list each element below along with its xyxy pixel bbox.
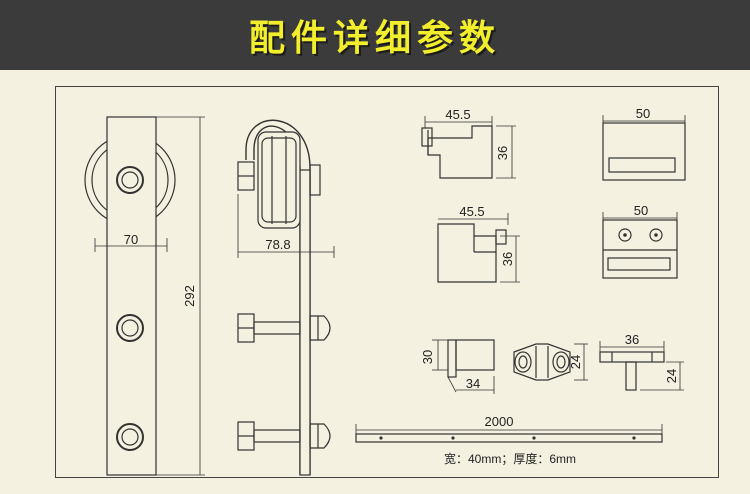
hanger-width-label: 70 (124, 232, 138, 247)
block-2-dimension-lines (602, 212, 678, 223)
hanger-height-label: 292 (182, 285, 197, 307)
rail-length-label: 2000 (485, 414, 514, 429)
end-stop-2-dimension-lines (438, 213, 520, 283)
spacer-dimension-lines (432, 339, 495, 394)
page-title: 配件详细参数 (248, 18, 501, 59)
end-stop-1-dimension-lines (424, 116, 516, 179)
spacer-width-label: 34 (466, 376, 480, 391)
block-1-dimension-lines (602, 115, 686, 126)
hanger-side-view (237, 119, 331, 476)
rail (355, 433, 663, 443)
spacer (447, 339, 495, 378)
floor-guide-dimension-lines (599, 341, 684, 391)
wall-guide (513, 343, 571, 381)
rail-spec-label: 宽：40mm；厚度：6mm (444, 451, 576, 466)
end-stop-1 (421, 125, 493, 179)
wall-guide-dimension-lines (574, 343, 588, 381)
drawing-frame (55, 86, 719, 478)
hanger-dimension-lines (94, 116, 205, 476)
hanger-front-view (84, 116, 176, 476)
floor-guide-width-label: 36 (625, 332, 639, 347)
floor-guide (599, 351, 665, 391)
rail-dimension-lines (355, 424, 663, 434)
stop2-width-label: 45.5 (459, 204, 484, 219)
block2-width-label: 50 (634, 203, 648, 218)
floor-guide-height-label: 24 (664, 369, 679, 383)
side-view-dimension-lines (237, 194, 335, 258)
header-banner: 配件详细参数 (0, 0, 750, 70)
block1-width-label: 50 (636, 106, 650, 121)
block-2 (602, 219, 678, 279)
stop1-width-label: 45.5 (445, 107, 470, 122)
stop2-height-label: 36 (500, 252, 515, 266)
wheel-offset-label: 78.8 (265, 237, 290, 252)
block-1 (602, 122, 686, 181)
end-stop-2 (437, 223, 507, 283)
spacer-height-label: 30 (420, 350, 435, 364)
stop1-height-label: 36 (495, 146, 510, 160)
guide-height-label: 24 (568, 355, 583, 369)
